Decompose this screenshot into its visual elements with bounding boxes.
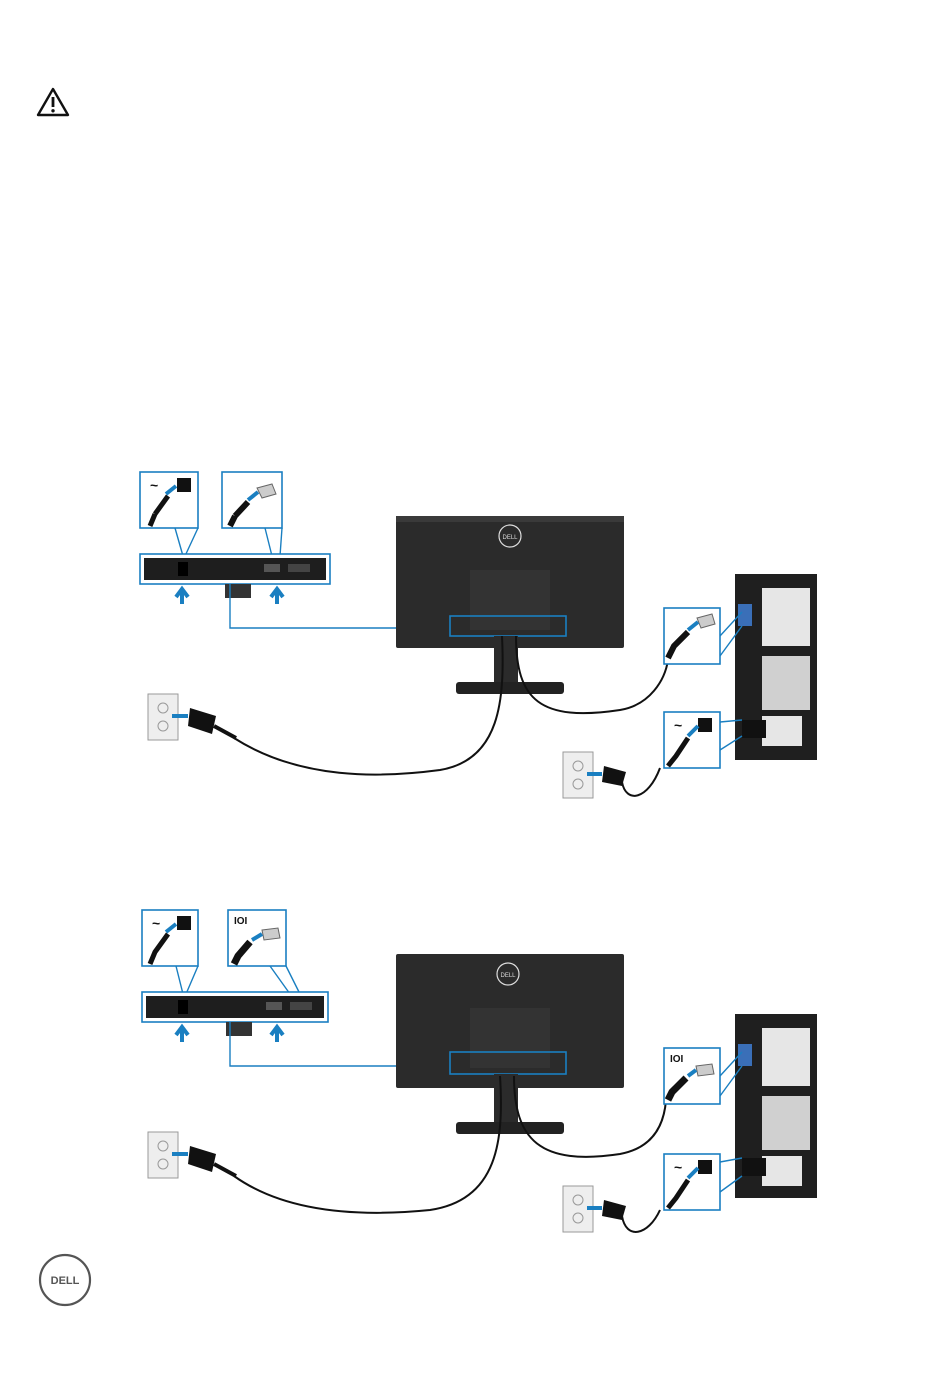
monitor-back: DELL bbox=[396, 516, 624, 694]
pc-power-callout: ~ bbox=[664, 712, 742, 768]
wall-outlet-left bbox=[148, 694, 236, 740]
monitor-back: DELL bbox=[396, 954, 624, 1134]
vga-port-icon bbox=[262, 928, 280, 940]
power-port-icon bbox=[177, 478, 191, 492]
pc-hdmi-callout bbox=[664, 608, 742, 664]
power-callout: ~ bbox=[142, 910, 198, 966]
hdmi-callout bbox=[222, 472, 282, 528]
vga-connection-diagram: ~ IOI DELL bbox=[0, 900, 950, 1260]
wall-outlet-left bbox=[148, 1132, 236, 1178]
pc-tower bbox=[735, 574, 817, 760]
power-port-icon bbox=[177, 916, 191, 930]
power-callout: ~ bbox=[140, 472, 198, 528]
svg-text:DELL: DELL bbox=[500, 973, 516, 979]
vga-callout: IOI bbox=[228, 910, 286, 966]
power-cable bbox=[234, 636, 503, 775]
arrow-up-icon bbox=[176, 1027, 188, 1042]
svg-text:IOI: IOI bbox=[670, 1054, 684, 1065]
power-cable bbox=[234, 1076, 501, 1213]
dell-logo-text: DELL bbox=[51, 1275, 80, 1287]
vga-cable bbox=[514, 1076, 666, 1157]
arrow-up-icon bbox=[176, 589, 188, 604]
arrow-up-icon bbox=[271, 589, 283, 604]
svg-text:DELL: DELL bbox=[502, 535, 518, 541]
warning-triangle-icon bbox=[36, 86, 70, 118]
pc-power-callout: ~ bbox=[664, 1154, 742, 1210]
arrow-up-icon bbox=[271, 1027, 283, 1042]
power-plug-icon bbox=[188, 708, 216, 734]
dell-logo-icon: DELL bbox=[38, 1253, 92, 1307]
svg-text:~: ~ bbox=[674, 1159, 682, 1175]
power-symbol: ~ bbox=[150, 477, 158, 493]
svg-text:~: ~ bbox=[152, 915, 160, 931]
svg-text:~: ~ bbox=[674, 717, 682, 733]
wall-outlet-right bbox=[563, 1186, 660, 1232]
hdmi-connection-diagram: ~ DELL bbox=[0, 460, 950, 820]
vga-port-label: IOI bbox=[234, 916, 248, 927]
pc-tower bbox=[735, 1014, 817, 1198]
wall-outlet-right bbox=[563, 752, 660, 798]
pc-vga-callout: IOI bbox=[664, 1048, 742, 1104]
